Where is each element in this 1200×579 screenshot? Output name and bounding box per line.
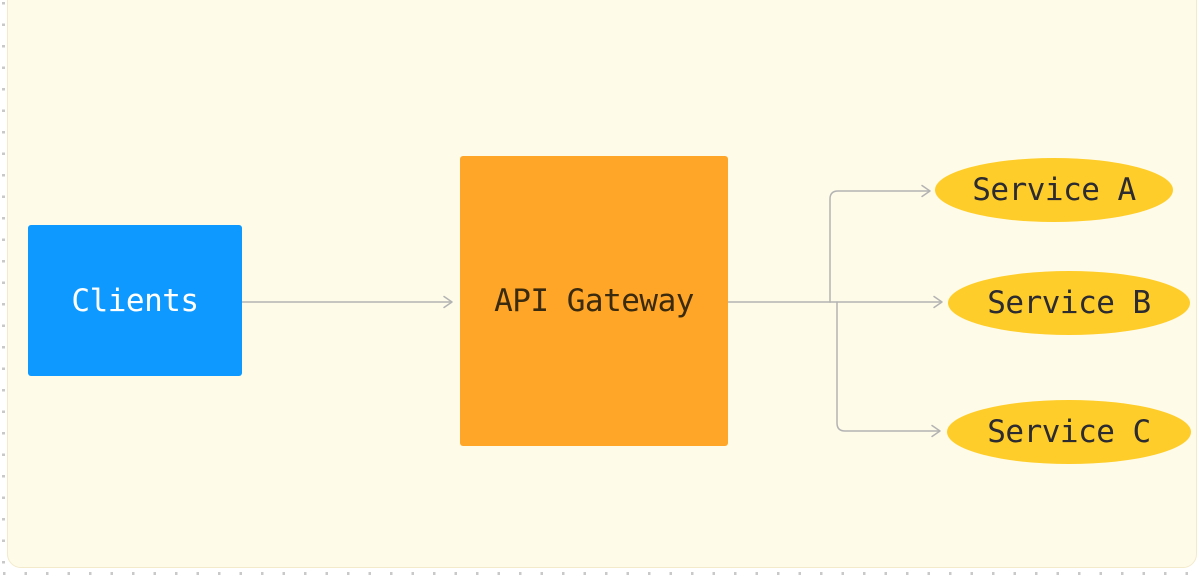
grid-ticks-left	[2, 2, 5, 572]
node-service-c[interactable]: Service C	[947, 400, 1191, 464]
node-service-a[interactable]: Service A	[935, 158, 1173, 222]
node-service-b[interactable]: Service B	[948, 271, 1190, 335]
node-service-a-label: Service A	[972, 172, 1136, 208]
node-clients[interactable]: Clients	[28, 225, 242, 376]
grid-ticks-bottom	[3, 572, 1198, 575]
node-service-c-label: Service C	[987, 414, 1151, 450]
node-clients-label: Clients	[71, 282, 199, 319]
node-api-gateway-label: API Gateway	[494, 283, 694, 319]
node-api-gateway[interactable]: API Gateway	[460, 156, 728, 446]
node-service-b-label: Service B	[987, 285, 1151, 321]
